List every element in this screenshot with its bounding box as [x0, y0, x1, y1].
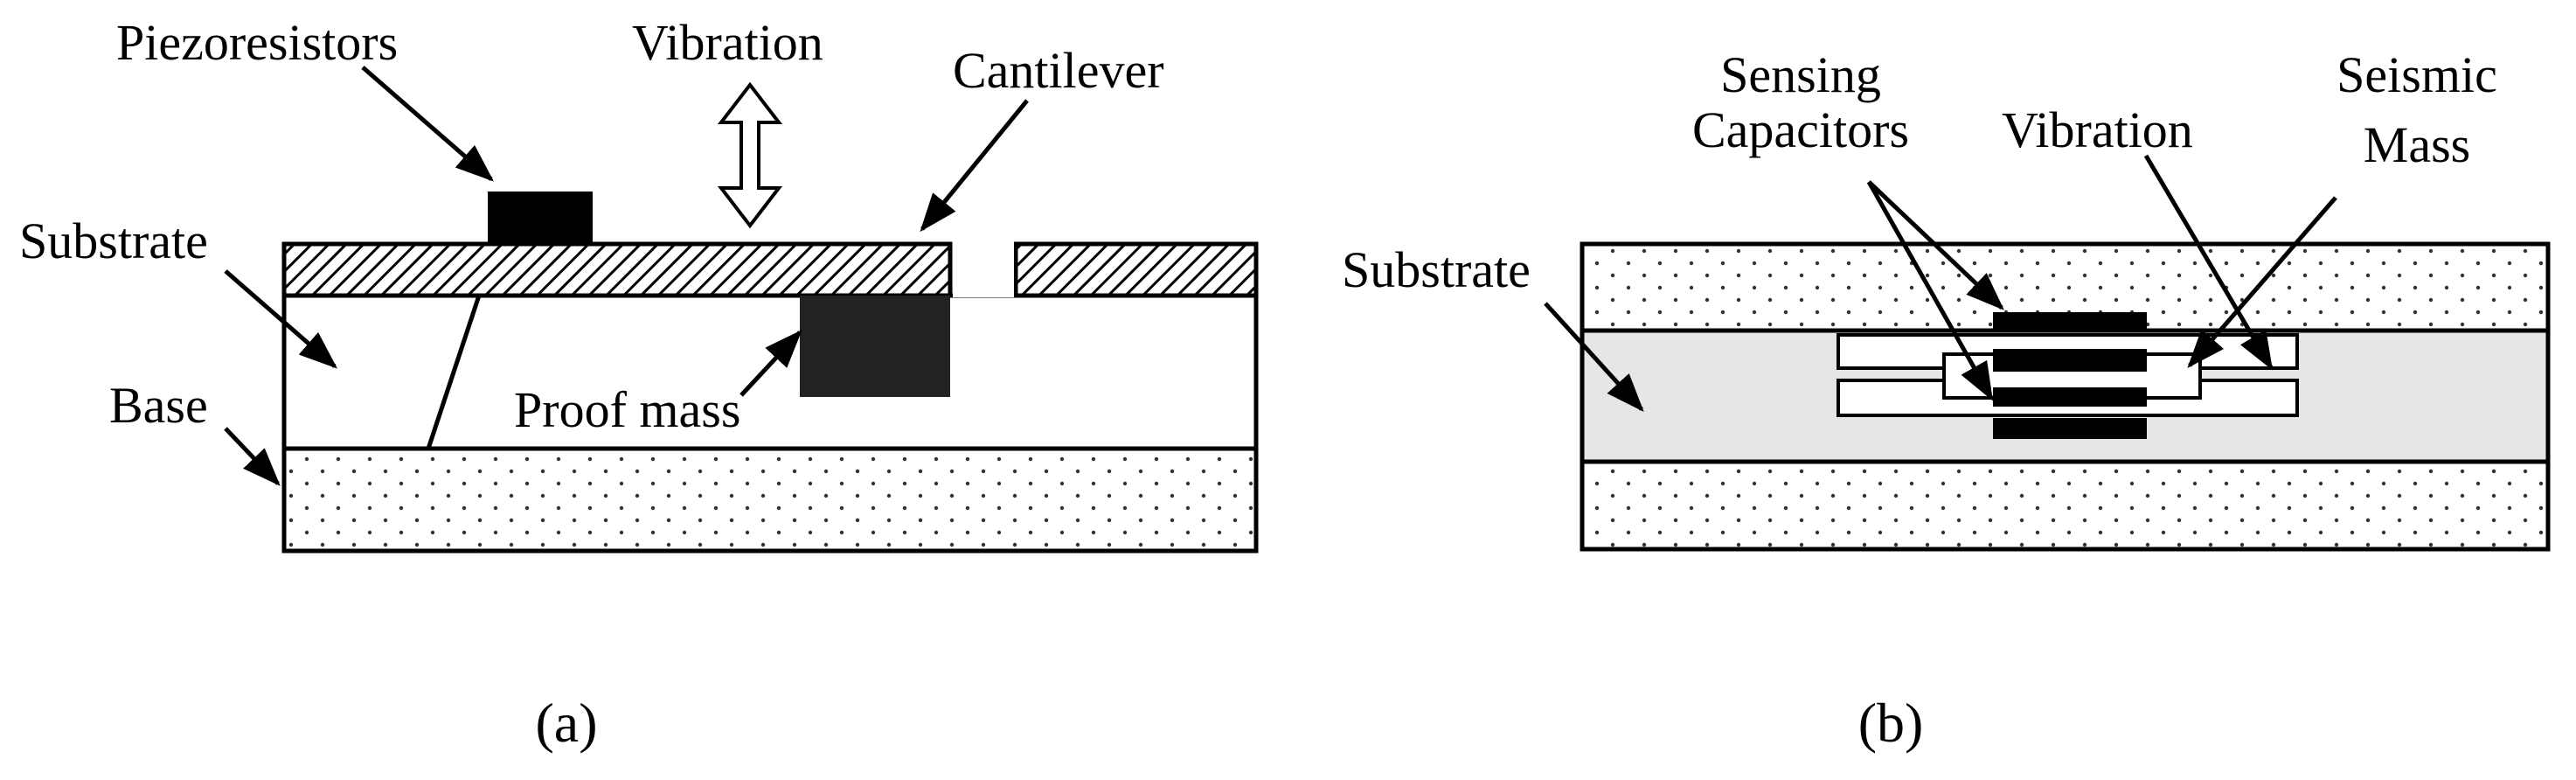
seismic-mass-arrow [2187, 196, 2337, 369]
proof-mass-arrow [739, 330, 802, 397]
cantilever-beam [281, 241, 953, 298]
cantilever-label: Cantilever [953, 42, 1164, 99]
proof-mass-label: Proof mass [514, 381, 740, 438]
piezoresistors-arrow [361, 66, 495, 182]
proof-mass-block [800, 296, 950, 397]
substrate-label-a: Substrate [19, 212, 208, 269]
capacitor-plate-top [1993, 312, 2147, 331]
vibration-arrow-b [2143, 154, 2274, 371]
capacitor-plate-3 [1993, 387, 2147, 407]
sensing-capacitors-arrow-2 [1866, 180, 1994, 401]
panel-a: Piezoresistors Vibration Cantilever Subs… [19, 14, 1259, 754]
substrate-cavity [281, 293, 1259, 451]
sensing-label-line2: Capacitors [1692, 101, 1909, 158]
panel-b: Sensing Capacitors Vibration Seismic Mas… [1342, 46, 2551, 754]
substrate-arrow-b [1544, 302, 1644, 412]
capacitor-plate-bottom [1993, 418, 2147, 439]
piezoresistor-block [488, 192, 593, 244]
vibration-label-b: Vibration [2002, 101, 2193, 158]
cantilever-gap [953, 241, 1014, 297]
base-label: Base [109, 377, 208, 434]
caption-b: (b) [1858, 692, 1924, 754]
seismic-label-line2: Mass [2364, 116, 2470, 173]
substrate-slope [426, 295, 482, 449]
substrate-arrow [224, 269, 338, 369]
vibration-label-a: Vibration [632, 14, 823, 71]
bottom-substrate-layer [1580, 459, 2551, 552]
base-layer [281, 446, 1259, 554]
piezoresistors-label: Piezoresistors [116, 14, 398, 71]
vibration-arrow-icon [717, 81, 783, 229]
sensing-capacitors-arrow-1 [1867, 180, 2004, 310]
sensing-label-line1: Sensing [1720, 46, 1881, 103]
cantilever-arrow [920, 99, 1029, 233]
cantilever-anchor [1013, 241, 1259, 298]
caption-a: (a) [535, 692, 597, 754]
capacitor-plate-2 [1993, 349, 2147, 372]
substrate-label-b: Substrate [1342, 241, 1531, 298]
seismic-label-line1: Seismic [2336, 46, 2497, 103]
base-arrow [224, 427, 281, 486]
